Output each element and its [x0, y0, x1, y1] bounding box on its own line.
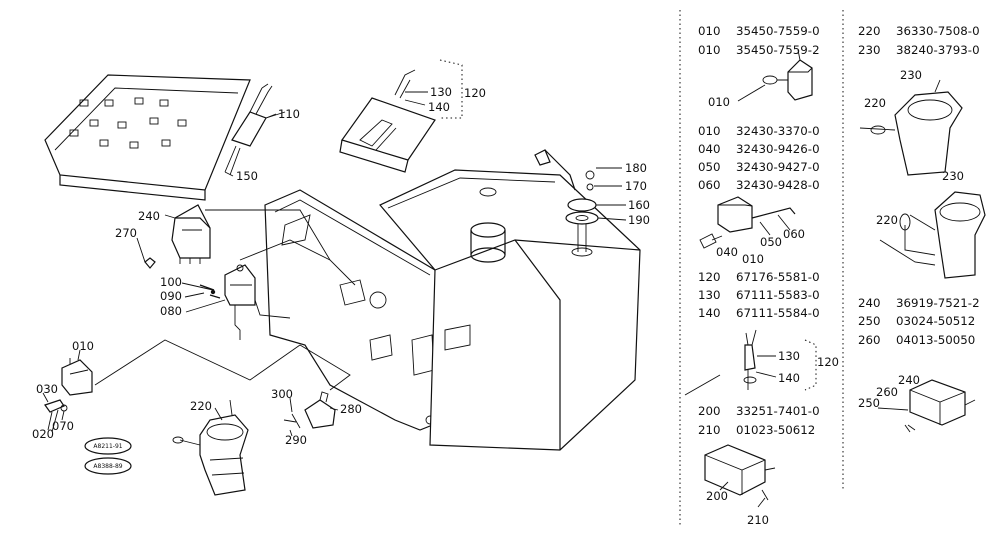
- panel-callout-120: 120: [817, 355, 839, 369]
- part-number: 67111-5584-0: [736, 306, 820, 320]
- panel-callout-200: 200: [706, 489, 728, 503]
- callout-110: 110: [278, 107, 300, 121]
- part-number: 67176-5581-0: [736, 270, 820, 284]
- callout-240: 240: [138, 209, 160, 223]
- switch-harness: [224, 83, 286, 176]
- panel-callout-010b: 010: [742, 252, 764, 266]
- stamp-bottom: A8388-89: [93, 463, 122, 470]
- callout-020: 020: [32, 427, 54, 441]
- part-number: 04013-50050: [896, 333, 975, 347]
- panel-relay-200: [704, 444, 776, 508]
- panel-filter-top: [859, 79, 963, 176]
- panel-callout-010: 010: [708, 95, 730, 109]
- callout-120: 120: [464, 86, 486, 100]
- part-number: 32430-3370-0: [736, 124, 820, 138]
- callout-090: 090: [160, 289, 182, 303]
- callout-190: 190: [628, 213, 650, 227]
- part-no: 120: [698, 270, 721, 284]
- fuel-tank: [379, 169, 641, 451]
- part-number: 35450-7559-2: [736, 43, 820, 57]
- callout-160: 160: [628, 198, 650, 212]
- part-no: 010: [698, 43, 721, 57]
- part-number: 32430-9426-0: [736, 142, 820, 156]
- panel-callout-220a: 220: [864, 96, 886, 110]
- bracket-assembly: [339, 59, 463, 173]
- panel-callout-040: 040: [716, 245, 738, 259]
- callout-270: 270: [115, 226, 137, 240]
- relay-240: [144, 204, 211, 269]
- panel-callout-220b: 220: [876, 213, 898, 227]
- panel-callout-240: 240: [898, 373, 920, 387]
- part-no: 040: [698, 142, 721, 156]
- part-no: 130: [698, 288, 721, 302]
- part-no: 240: [858, 296, 881, 310]
- callout-300: 300: [271, 387, 293, 401]
- stamp-ovals: [84, 437, 132, 475]
- part-no: 140: [698, 306, 721, 320]
- part-number: 38240-3793-0: [896, 43, 980, 57]
- panel-callout-130: 130: [778, 349, 800, 363]
- callout-220: 220: [190, 399, 212, 413]
- callout-130: 130: [430, 85, 452, 99]
- panel-callout-140: 140: [778, 371, 800, 385]
- panel-switch-010: [737, 49, 813, 102]
- callout-070: 070: [52, 419, 74, 433]
- part-no: 220: [858, 24, 881, 38]
- callout-080: 080: [160, 304, 182, 318]
- part-number: 36919-7521-2: [896, 296, 980, 310]
- switch-010: [44, 349, 93, 431]
- wire-harness: [94, 209, 356, 391]
- callout-010: 010: [72, 339, 94, 353]
- part-number: 32430-9427-0: [736, 160, 820, 174]
- panel-callout-250: 250: [858, 396, 880, 410]
- part-number: 35450-7559-0: [736, 24, 820, 38]
- part-no: 010: [698, 124, 721, 138]
- callout-150: 150: [236, 169, 258, 183]
- panel-callout-210: 210: [747, 513, 769, 527]
- floor-plate: [44, 74, 251, 201]
- callout-180: 180: [625, 161, 647, 175]
- panel-callout-050: 050: [760, 235, 782, 249]
- part-no: 200: [698, 404, 721, 418]
- panel-callout-060: 060: [783, 227, 805, 241]
- frame-panel: [264, 189, 446, 431]
- panel-callout-230b: 230: [942, 169, 964, 183]
- panel-sensor: [684, 329, 817, 396]
- part-no: 060: [698, 178, 721, 192]
- callout-290: 290: [285, 433, 307, 447]
- panel-relay-240: [877, 379, 976, 433]
- part-number: 32430-9428-0: [736, 178, 820, 192]
- part-number: 01023-50612: [736, 423, 815, 437]
- panel-callout-260: 260: [876, 385, 898, 399]
- part-no: 010: [698, 24, 721, 38]
- part-no: 210: [698, 423, 721, 437]
- panel-switch-assy: [699, 196, 796, 249]
- part-number: 03024-50512: [896, 314, 975, 328]
- fuel-filter: [172, 399, 249, 496]
- part-no: 050: [698, 160, 721, 174]
- part-number: 67111-5583-0: [736, 288, 820, 302]
- part-number: 36330-7508-0: [896, 24, 980, 38]
- panel-filter-bottom: [879, 191, 986, 279]
- part-no: 250: [858, 314, 881, 328]
- panel-callout-230a: 230: [900, 68, 922, 82]
- part-number: 33251-7401-0: [736, 404, 820, 418]
- callout-280: 280: [340, 402, 362, 416]
- callout-140: 140: [428, 100, 450, 114]
- part-no: 260: [858, 333, 881, 347]
- relay-080: [199, 264, 256, 340]
- callout-100: 100: [160, 275, 182, 289]
- sensor-280: [283, 391, 336, 429]
- callout-030: 030: [36, 382, 58, 396]
- callout-170: 170: [625, 179, 647, 193]
- part-no: 230: [858, 43, 881, 57]
- stamp-top: A8211-91: [93, 443, 122, 450]
- callout-leaders: [42, 91, 627, 437]
